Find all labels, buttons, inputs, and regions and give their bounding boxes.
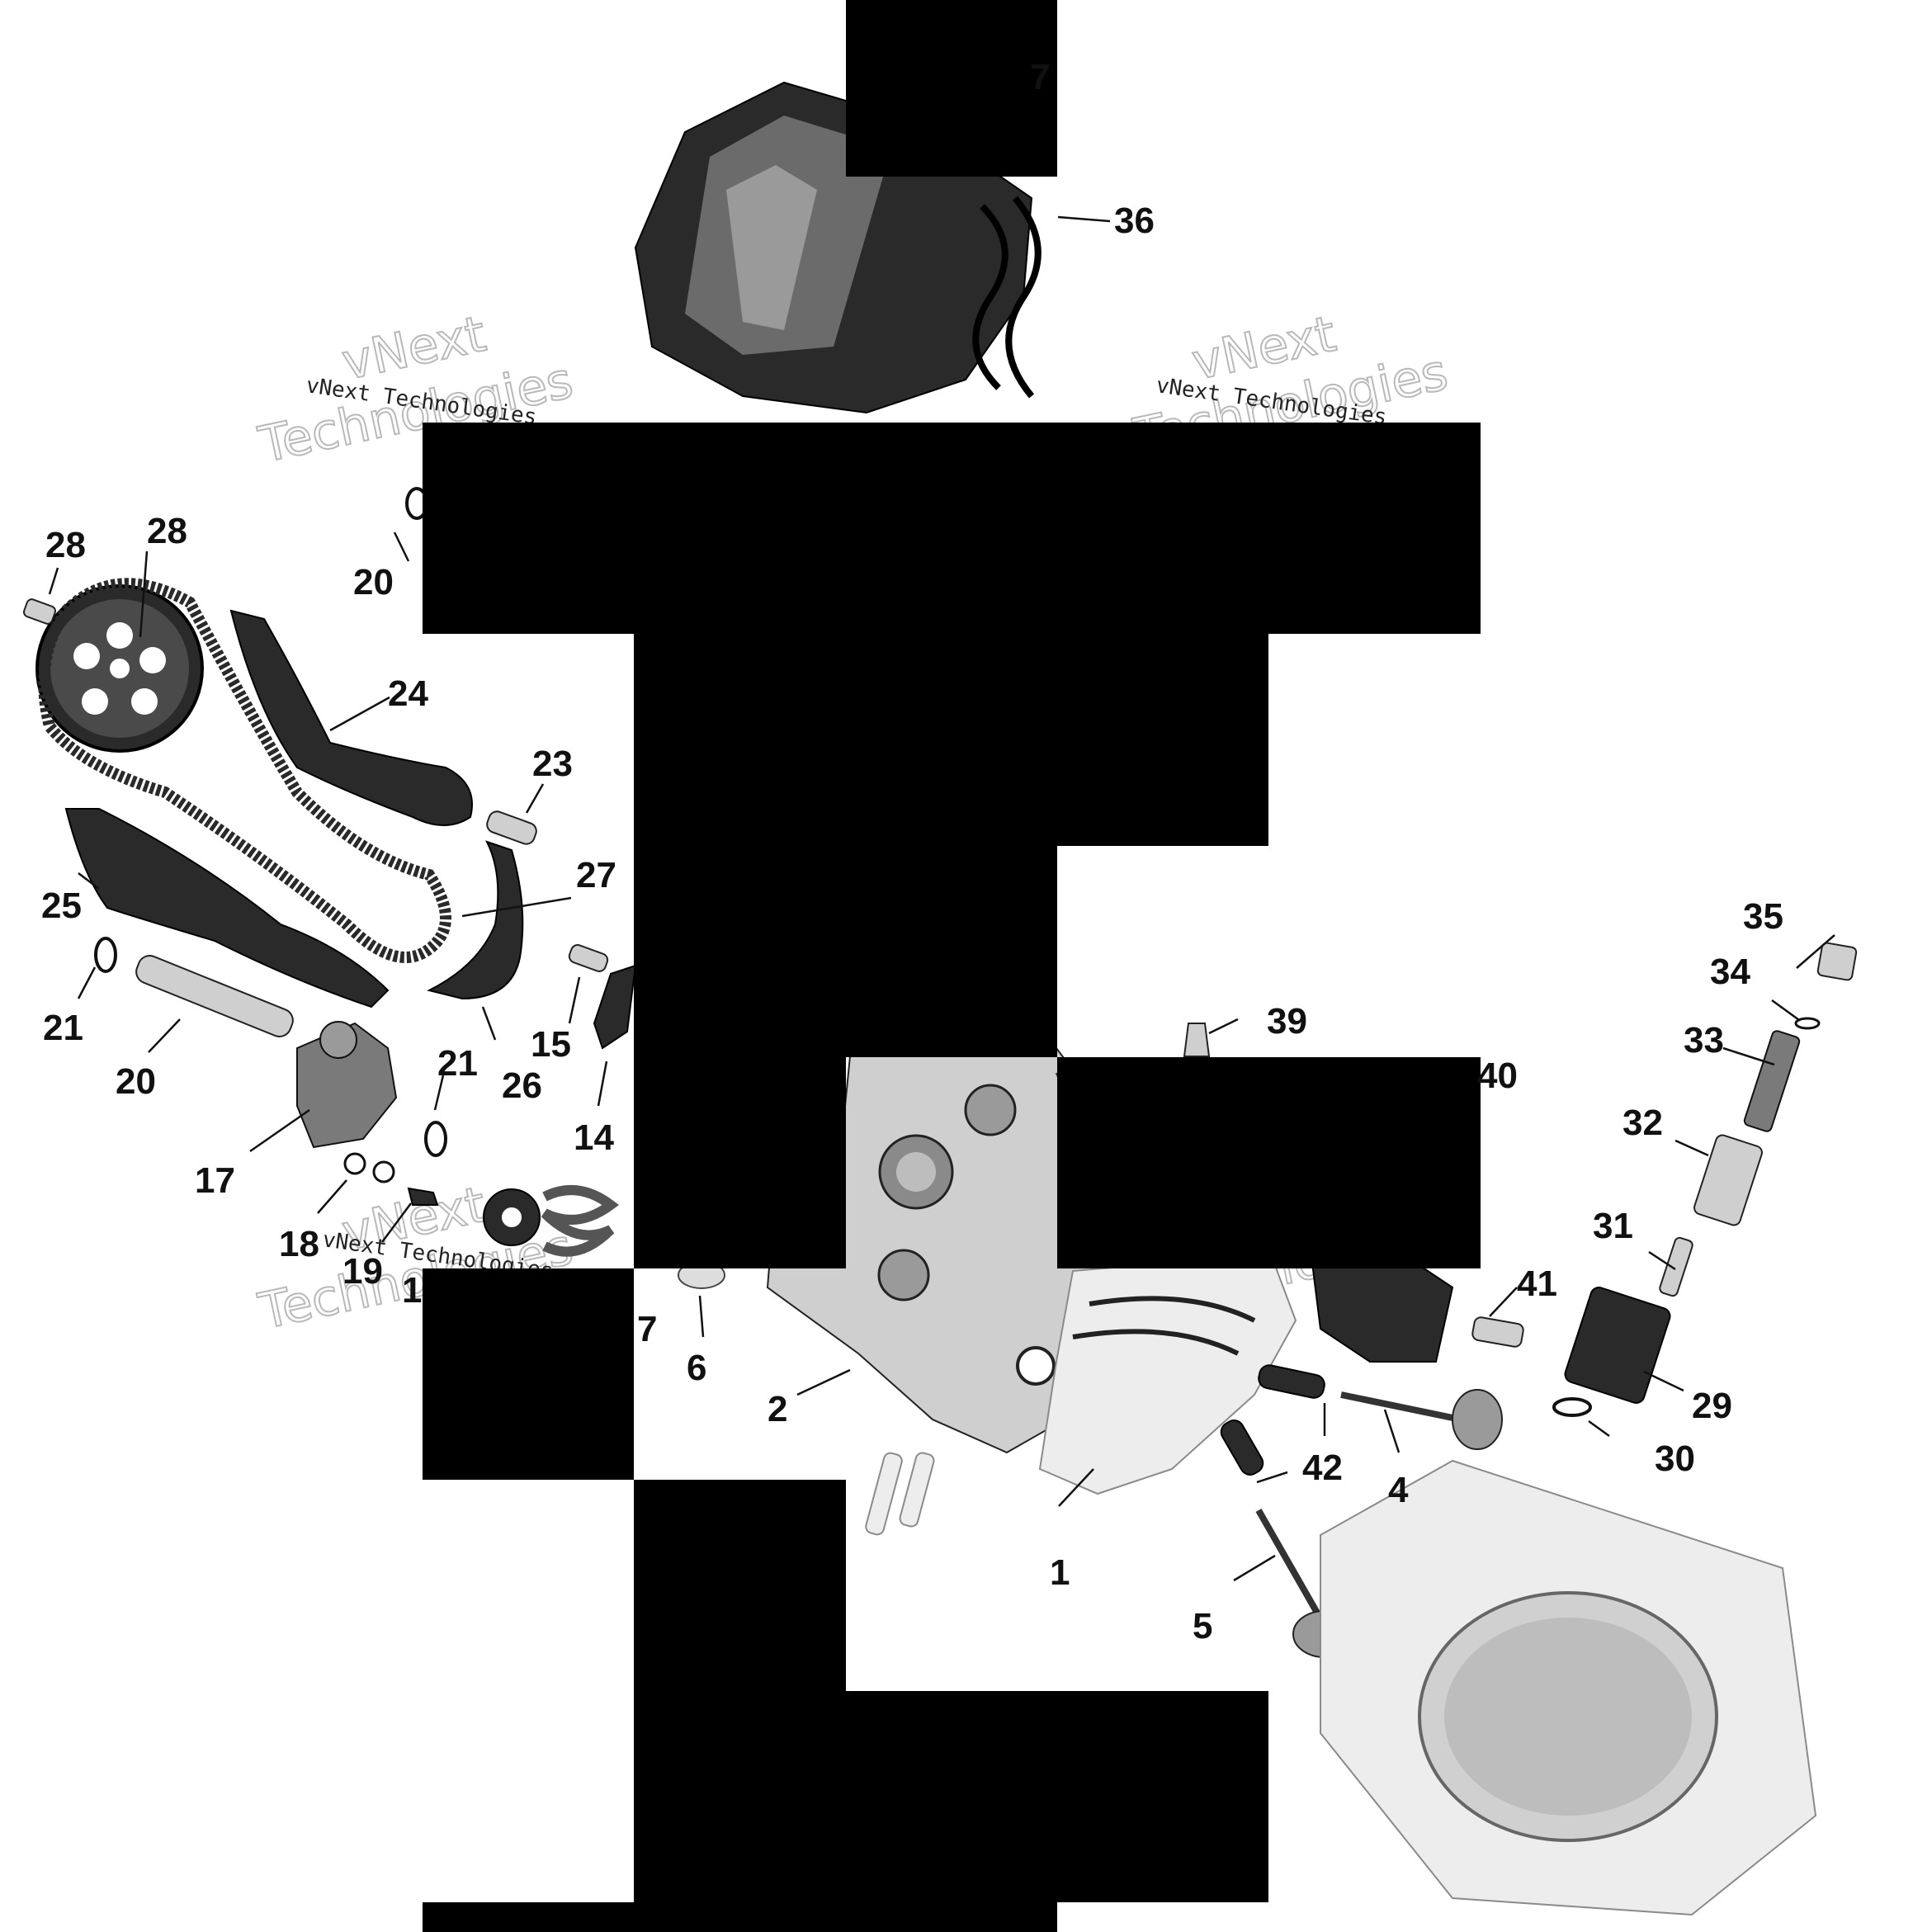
chain-guide-23 bbox=[229, 609, 473, 826]
rocker-shaft-20 bbox=[135, 955, 294, 1037]
callout-23: 24 bbox=[388, 673, 428, 714]
dowel-pins bbox=[865, 1452, 935, 1536]
callout-6: 6 bbox=[687, 1348, 706, 1388]
pin-22 bbox=[486, 810, 537, 845]
valve-4 bbox=[1340, 1389, 1503, 1450]
part-15 bbox=[568, 944, 609, 972]
callout-37: 7 bbox=[1030, 57, 1050, 97]
callout-2: 2 bbox=[768, 1389, 787, 1429]
o-ring-21b bbox=[94, 937, 117, 973]
callout-18: 18 bbox=[279, 1224, 319, 1264]
tensioner-stack bbox=[1552, 942, 1858, 1417]
cylinder-head-part bbox=[766, 1046, 1108, 1454]
callout-36: 36 bbox=[1114, 201, 1155, 241]
timing-sprocket-part bbox=[35, 584, 204, 753]
callout-31: 31 bbox=[1593, 1206, 1633, 1246]
callout-5: 5 bbox=[1193, 1606, 1212, 1646]
redaction-blocks bbox=[423, 0, 1481, 1932]
part-14 bbox=[593, 964, 637, 1050]
callout-39: 39 bbox=[1267, 1001, 1307, 1042]
callout-40: 40 bbox=[1477, 1056, 1518, 1096]
callout-15: 15 bbox=[531, 1024, 571, 1065]
callout-25: 26 bbox=[502, 1065, 542, 1106]
callout-21b: 21 bbox=[43, 1008, 83, 1048]
callout-21c: 21 bbox=[437, 1043, 478, 1084]
timing-chain-part bbox=[38, 578, 451, 963]
callout-4: 4 bbox=[1388, 1470, 1409, 1510]
callout-numbers: 7 36 20 28 28 24 23 27 25 21 20 21 15 26… bbox=[41, 57, 1783, 1646]
valve-guide-42b bbox=[1220, 1419, 1264, 1476]
callout-14: 14 bbox=[574, 1117, 614, 1158]
callout-42: 42 bbox=[1302, 1448, 1343, 1488]
callout-20: 20 bbox=[116, 1061, 156, 1102]
callout-1x: 1 bbox=[402, 1270, 422, 1311]
valve-spring-part bbox=[483, 1185, 620, 1257]
callout-26: 27 bbox=[576, 855, 616, 895]
callout-22: 23 bbox=[532, 744, 573, 784]
o-ring-21c bbox=[424, 1121, 447, 1157]
callout-32: 32 bbox=[1623, 1103, 1663, 1143]
callout-24: 25 bbox=[41, 886, 82, 926]
chain-guide-24 bbox=[64, 808, 390, 1009]
tensioner-guide-25 bbox=[427, 840, 524, 1000]
callout-17: 17 bbox=[195, 1160, 235, 1201]
callout-19: 19 bbox=[342, 1251, 383, 1292]
head-gasket-1 bbox=[1038, 1253, 1297, 1495]
callout-33: 33 bbox=[1684, 1020, 1724, 1060]
cylinder-block-part bbox=[1320, 1459, 1817, 1916]
callout-21a: 20 bbox=[353, 562, 394, 602]
callout-27: 28 bbox=[147, 511, 187, 551]
callout-1: 1 bbox=[1050, 1552, 1070, 1593]
callout-7: 7 bbox=[637, 1309, 657, 1349]
bolt-41 bbox=[1471, 1316, 1524, 1348]
stud-39 bbox=[1183, 1023, 1211, 1057]
callout-41: 41 bbox=[1517, 1264, 1557, 1304]
callout-30: 30 bbox=[1655, 1438, 1695, 1479]
valve-guide-42a bbox=[1258, 1364, 1325, 1399]
leader-lines bbox=[48, 215, 1835, 1582]
callout-35: 35 bbox=[1743, 896, 1783, 937]
part-19 bbox=[407, 1187, 439, 1206]
bolt-28 bbox=[23, 598, 56, 625]
callout-29: 29 bbox=[1692, 1386, 1732, 1426]
callout-34: 34 bbox=[1710, 952, 1750, 992]
rocker-arm-17 bbox=[296, 1021, 398, 1183]
callout-28: 28 bbox=[45, 525, 86, 565]
bracket-40 bbox=[1311, 1253, 1454, 1363]
